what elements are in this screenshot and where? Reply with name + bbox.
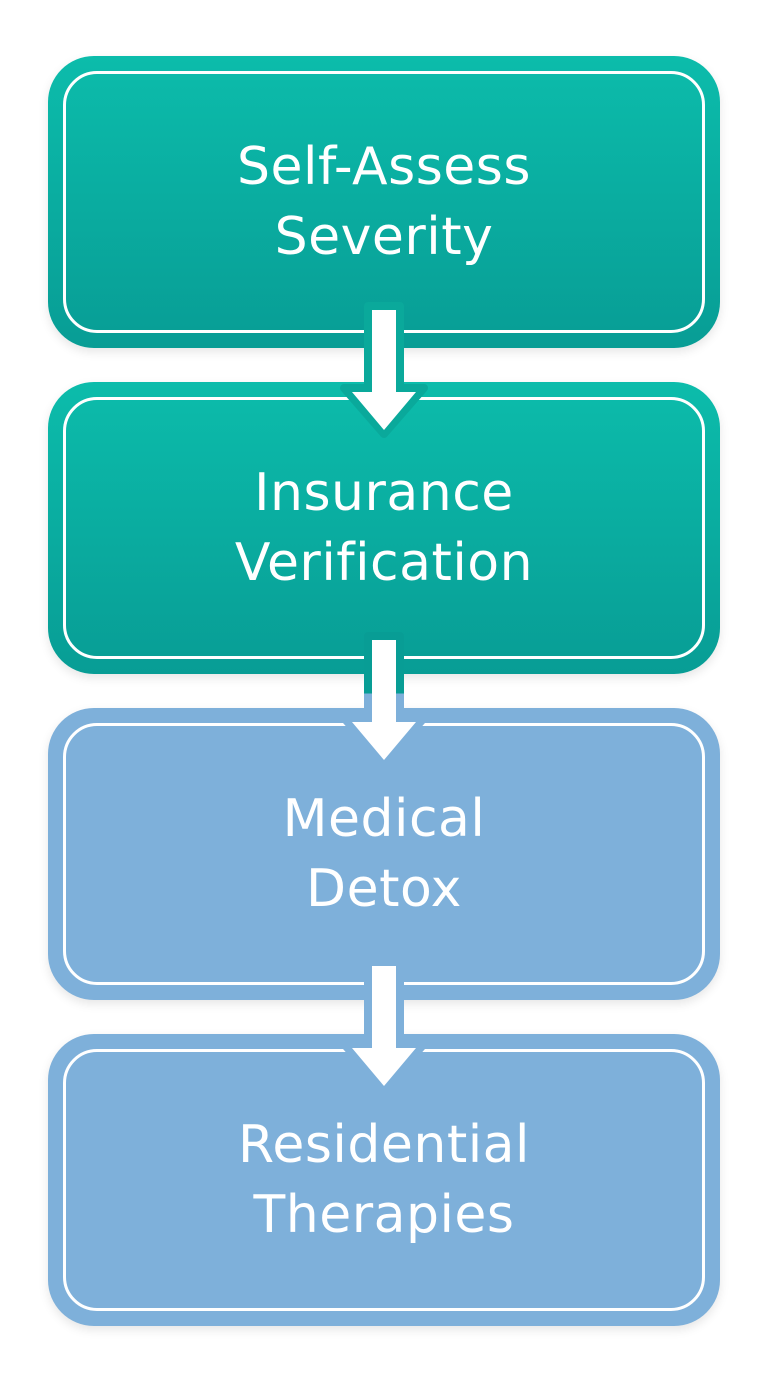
- step-label: Residential Therapies: [238, 1115, 530, 1245]
- arrow-down-icon: [340, 302, 428, 438]
- step-label: Self-Assess Severity: [237, 137, 531, 267]
- arrow-down-icon: [340, 632, 428, 768]
- step-inner-border: Self-Assess Severity: [63, 71, 705, 333]
- arrow-down-icon: [340, 958, 428, 1094]
- step-inner-border: Residential Therapies: [63, 1049, 705, 1311]
- step-label: Insurance Verification: [234, 463, 534, 593]
- step-self-assess-severity: Self-Assess Severity: [48, 56, 720, 348]
- step-label: Medical Detox: [282, 789, 486, 919]
